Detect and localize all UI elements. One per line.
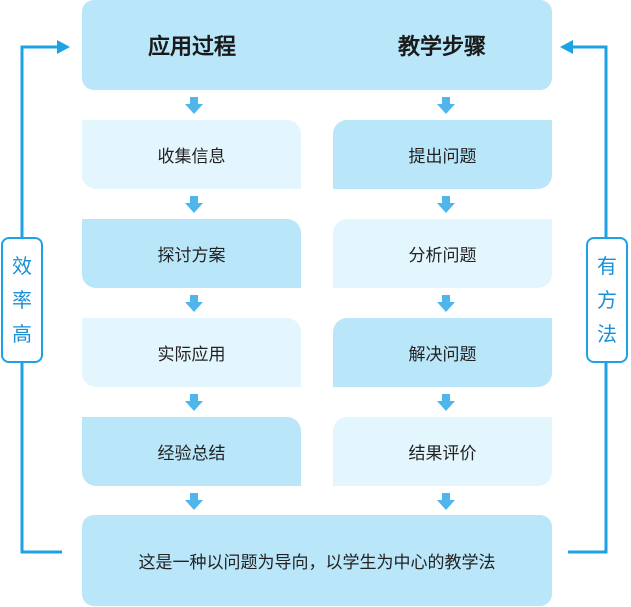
header-left-title: 应用过程 xyxy=(147,35,236,60)
left-label-char-1: 效 xyxy=(12,254,32,278)
left-label-char-3: 高 xyxy=(12,322,32,346)
down-arrow-shaft-6 xyxy=(442,97,450,104)
down-arrow-head-3 xyxy=(185,302,203,312)
right-loop-arrowhead xyxy=(560,40,573,54)
right-label-char-1: 有 xyxy=(597,254,617,278)
down-arrow-head-10 xyxy=(437,500,455,510)
down-arrow-head-9 xyxy=(437,401,455,411)
header-right-title: 教学步骤 xyxy=(397,35,486,60)
left-step-1: 收集信息 xyxy=(82,120,301,189)
header-banner: 应用过程 教学步骤 xyxy=(82,0,552,90)
right-label-char-2: 方 xyxy=(597,288,617,312)
left-step-2: 探讨方案 xyxy=(82,219,301,288)
down-arrow-head-6 xyxy=(437,104,455,114)
down-arrow-shaft-4 xyxy=(190,394,198,401)
down-arrow-shaft-2 xyxy=(190,196,198,203)
right-side-label: 有 方 法 xyxy=(586,237,628,363)
down-arrow-shaft-5 xyxy=(190,493,198,500)
down-arrow-head-7 xyxy=(437,203,455,213)
right-label-char-3: 法 xyxy=(597,322,617,346)
down-arrows xyxy=(185,97,455,510)
down-arrow-head-8 xyxy=(437,302,455,312)
down-arrow-head-2 xyxy=(185,203,203,213)
down-arrow-shaft-8 xyxy=(442,295,450,302)
down-arrow-shaft-9 xyxy=(442,394,450,401)
down-arrow-head-1 xyxy=(185,104,203,114)
footer-summary: 这是一种以问题为导向，以学生为中心的教学法 xyxy=(82,515,552,606)
right-step-2: 分析问题 xyxy=(333,219,552,288)
left-step-4: 经验总结 xyxy=(82,417,301,486)
left-label-char-2: 率 xyxy=(12,288,32,312)
down-arrow-head-4 xyxy=(185,401,203,411)
down-arrow-shaft-1 xyxy=(190,97,198,104)
down-arrow-head-5 xyxy=(185,500,203,510)
right-step-3: 解决问题 xyxy=(333,318,552,387)
down-arrow-shaft-3 xyxy=(190,295,198,302)
right-step-4: 结果评价 xyxy=(333,417,552,486)
left-loop-arrowhead xyxy=(57,40,70,54)
right-step-1: 提出问题 xyxy=(333,120,552,189)
down-arrow-shaft-7 xyxy=(442,196,450,203)
left-side-label: 效 率 高 xyxy=(1,237,43,363)
left-step-3: 实际应用 xyxy=(82,318,301,387)
down-arrow-shaft-10 xyxy=(442,493,450,500)
